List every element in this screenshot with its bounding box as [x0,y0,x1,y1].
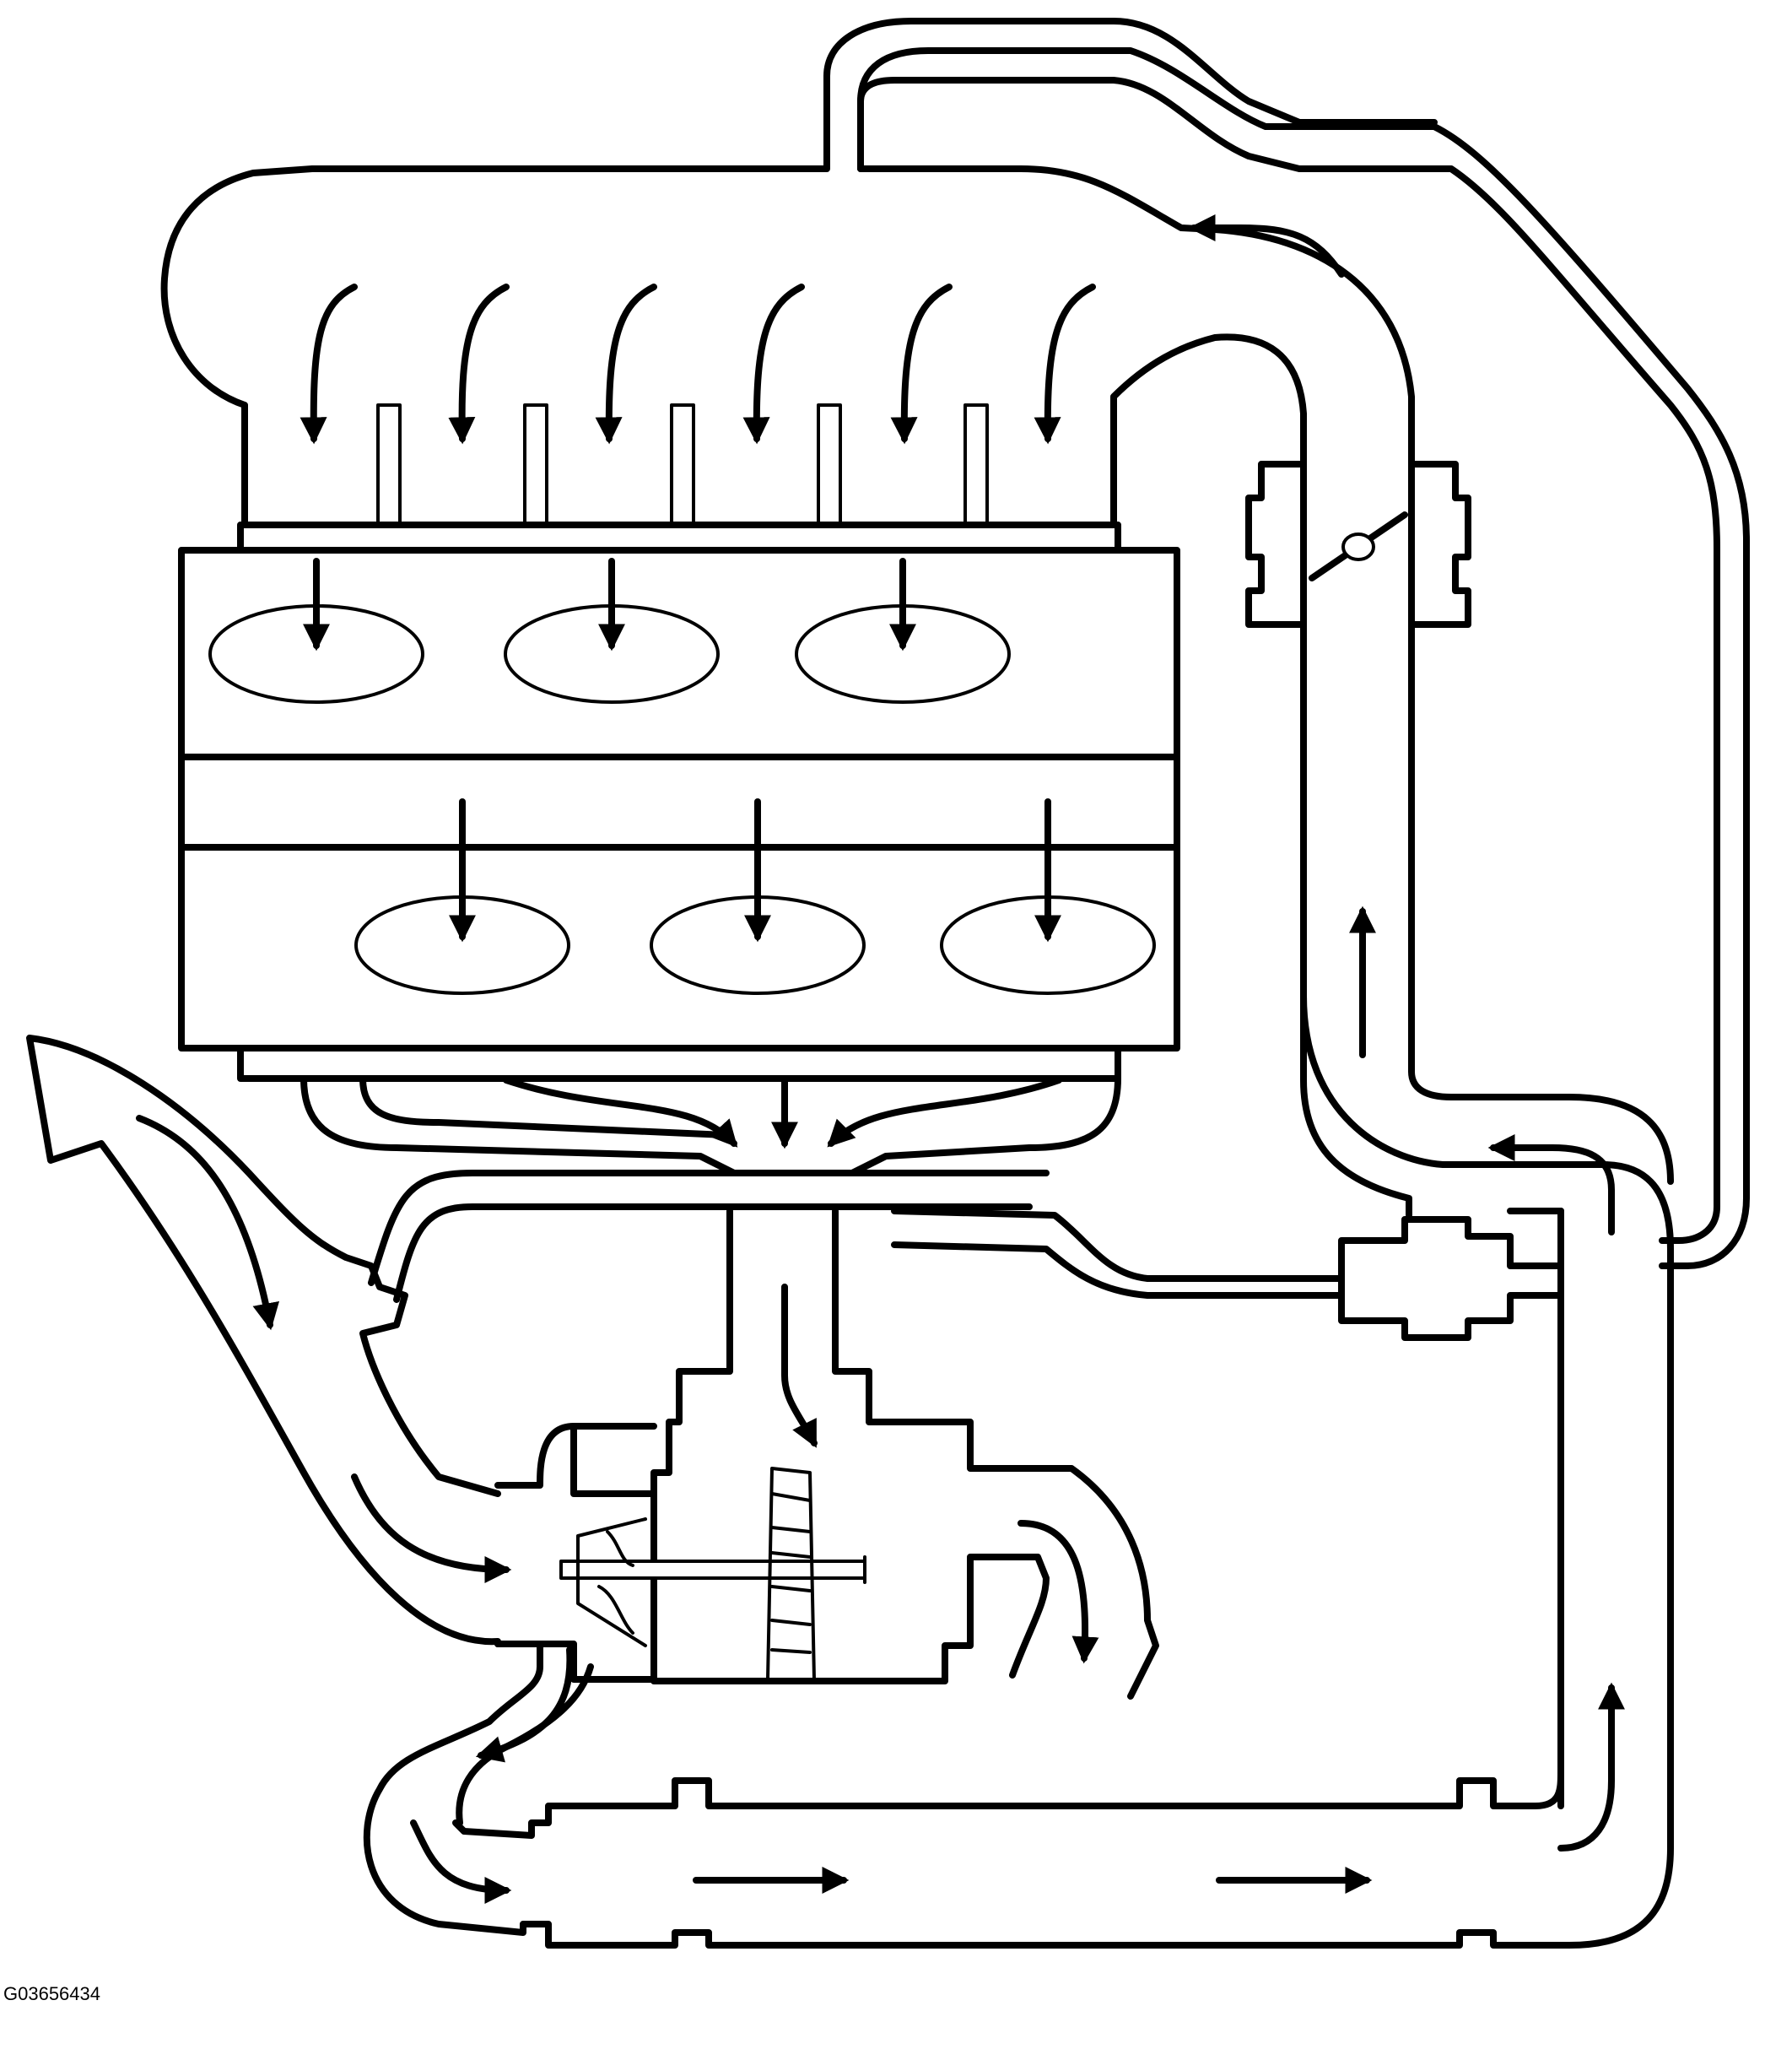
figure-id-label: G03656434 [3,1983,100,2004]
compressor-outlet-pipe [363,630,1674,1949]
recirculation-pipe [368,1170,1050,1303]
throttle-pipe [1300,621,1674,1219]
intake-plenum [160,18,1750,1269]
exhaust-manifold [300,1075,1121,1176]
exhaust-down-pipe [650,1208,1159,1700]
plenum-inner-line [857,77,1720,1244]
flow-arrows [136,214,1625,1904]
bypass-valve [891,1208,1564,1809]
air-inlet-duct [26,1035,501,1646]
engine-block [178,522,1180,1082]
turbocharger [494,1423,866,1683]
throttle-body [1245,461,1471,628]
intake-runners [376,403,989,527]
